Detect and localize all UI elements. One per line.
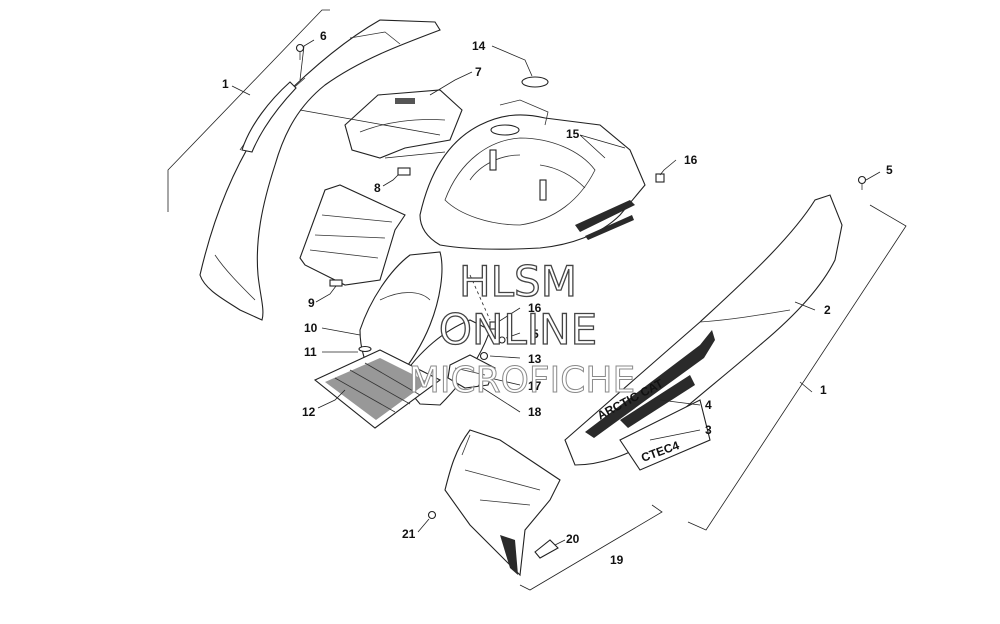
left-bracket-line bbox=[167, 9, 330, 212]
callout-16-lower: 16 bbox=[528, 301, 542, 315]
leader-7 bbox=[429, 71, 473, 96]
callout-6: 6 bbox=[320, 29, 327, 43]
callout-4: 4 bbox=[705, 398, 712, 412]
callout-7: 7 bbox=[475, 65, 482, 79]
leader-8 bbox=[382, 174, 399, 187]
leader-18 bbox=[477, 384, 521, 413]
line-7-mount bbox=[299, 109, 441, 136]
callout-19: 19 bbox=[610, 553, 624, 567]
leader-1-left bbox=[231, 85, 251, 96]
leader-2 bbox=[794, 301, 816, 311]
leader-14 bbox=[491, 45, 533, 77]
front-hood bbox=[419, 99, 646, 250]
screw-21 bbox=[427, 510, 437, 520]
lens-14 bbox=[521, 76, 549, 88]
callout-2: 2 bbox=[824, 303, 831, 317]
callout-5-upper: 5 bbox=[886, 163, 893, 177]
leader-17 bbox=[489, 377, 521, 386]
left-side-panel bbox=[199, 19, 441, 321]
leader-13 bbox=[489, 355, 521, 359]
leader-16-upper bbox=[659, 159, 677, 176]
leader-5-upper bbox=[865, 171, 881, 181]
callout-12: 12 bbox=[302, 405, 316, 419]
callout-8: 8 bbox=[374, 181, 381, 195]
clip-16-upper bbox=[655, 173, 665, 183]
callout-17: 17 bbox=[528, 379, 542, 393]
leader-16-lower bbox=[497, 307, 521, 323]
leader-20 bbox=[554, 539, 566, 546]
callout-15: 15 bbox=[566, 127, 580, 141]
mesh-screen-12 bbox=[313, 349, 442, 429]
callout-3: 3 bbox=[705, 423, 712, 437]
leader-6 bbox=[299, 39, 315, 81]
leader-9 bbox=[315, 285, 337, 303]
callout-11: 11 bbox=[304, 345, 317, 359]
leader-1-right bbox=[799, 381, 813, 393]
dashed-mount bbox=[469, 274, 491, 321]
right-bracket-line bbox=[687, 204, 907, 531]
callouts: 1 6 14 7 15 16 5 8 9 10 11 12 16 5 13 17… bbox=[222, 29, 893, 567]
nut-8 bbox=[397, 167, 411, 176]
callout-21: 21 bbox=[402, 527, 416, 541]
callout-1-right: 1 bbox=[820, 383, 827, 397]
callout-14: 14 bbox=[472, 39, 486, 53]
fastener-cluster bbox=[447, 321, 506, 389]
leader-21 bbox=[417, 518, 430, 533]
leader-12 bbox=[317, 389, 346, 409]
callout-9: 9 bbox=[308, 296, 315, 310]
vent-11 bbox=[358, 345, 372, 353]
callout-5-lower: 5 bbox=[532, 327, 539, 341]
watermark-line1: HLSM bbox=[459, 257, 577, 306]
leader-10 bbox=[321, 327, 361, 336]
windshield bbox=[344, 89, 463, 159]
callout-20: 20 bbox=[566, 532, 580, 546]
screw-5-upper bbox=[857, 175, 867, 190]
clip-20 bbox=[534, 539, 559, 559]
watermark: HLSM ONLINE MICROFICHE bbox=[408, 256, 635, 401]
right-side-panel: ARCTIC CAT CTEC4 bbox=[564, 194, 843, 471]
callout-10: 10 bbox=[304, 321, 318, 335]
leader-5-lower bbox=[505, 332, 521, 339]
line-7-mount-b bbox=[384, 151, 446, 159]
callout-16-upper: 16 bbox=[684, 153, 698, 167]
leader-3 bbox=[649, 429, 701, 441]
watermark-line2: ONLINE bbox=[439, 305, 597, 354]
bracket-19 bbox=[519, 504, 663, 591]
watermark-line3: MICROFICHE bbox=[409, 360, 635, 401]
belly-pan-19 bbox=[444, 429, 561, 577]
callout-13: 13 bbox=[528, 352, 542, 366]
callout-18: 18 bbox=[528, 405, 542, 419]
leader-15 bbox=[579, 134, 626, 159]
callout-1-left: 1 bbox=[222, 77, 229, 91]
air-duct-9 bbox=[299, 184, 406, 287]
leader-4 bbox=[659, 399, 701, 406]
